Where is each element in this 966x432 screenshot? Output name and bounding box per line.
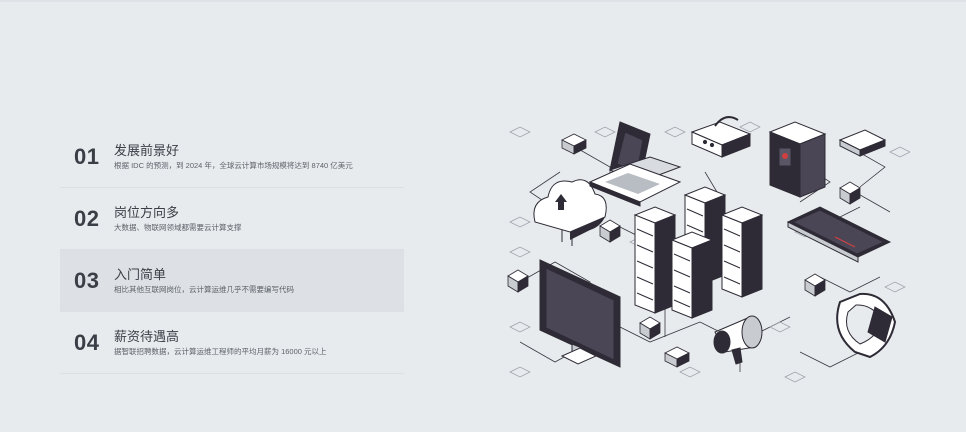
feature-title: 发展前景好: [114, 142, 180, 158]
feature-item-2[interactable]: 02 岗位方向多 大数据、物联网领域都需要云计算支撑: [60, 188, 404, 250]
cloud-upload-icon: [533, 179, 607, 246]
server-rack-icons: [633, 186, 764, 319]
feature-item-3[interactable]: 03 入门简单 相比其他互联网岗位，云计算运维几乎不需要编写代码: [60, 250, 404, 312]
megaphone-icon: [713, 315, 763, 365]
feature-text: 入门简单 相比其他互联网岗位，云计算运维几乎不需要编写代码: [114, 266, 294, 296]
feature-description: 大数据、物联网领域都需要云计算支撑: [114, 222, 242, 232]
feature-text: 发展前景好 根据 IDC 的预测，到 2024 年，全球云计算市场规模将达到 8…: [114, 142, 353, 172]
cloud-network-illustration: [507, 116, 910, 383]
feature-number: 04: [74, 329, 100, 355]
feature-text: 薪资待遇高 据智联招聘数据，云计算运维工程师的平均月薪为 16000 元以上: [114, 328, 327, 358]
feature-description: 相比其他互联网岗位，云计算运维几乎不需要编写代码: [114, 284, 294, 294]
feature-text: 岗位方向多 大数据、物联网领域都需要云计算支撑: [114, 204, 242, 234]
router-icon: [838, 129, 887, 157]
feature-title: 薪资待遇高: [114, 328, 180, 344]
feature-number: 02: [74, 205, 100, 231]
feature-item-4[interactable]: 04 薪资待遇高 据智联招聘数据，云计算运维工程师的平均月薪为 16000 元以…: [60, 312, 404, 374]
feature-description: 据智联招聘数据，云计算运维工程师的平均月薪为 16000 元以上: [114, 346, 327, 356]
monitor-icon: [539, 259, 621, 368]
camera-device-icon: [768, 121, 827, 198]
cube-icons: [507, 133, 861, 368]
lock-device-icon: [690, 116, 752, 158]
feature-number: 03: [74, 267, 100, 293]
smartwatch-icon: [836, 292, 897, 359]
laptop-icon: [588, 121, 682, 207]
feature-list: 01 发展前景好 根据 IDC 的预测，到 2024 年，全球云计算市场规模将达…: [60, 126, 404, 374]
feature-item-1[interactable]: 01 发展前景好 根据 IDC 的预测，到 2024 年，全球云计算市场规模将达…: [60, 126, 404, 188]
feature-title: 入门简单: [114, 266, 167, 282]
feature-number: 01: [74, 143, 100, 169]
feature-title: 岗位方向多: [114, 204, 180, 220]
feature-description: 根据 IDC 的预测，到 2024 年，全球云计算市场规模将达到 8740 亿美…: [114, 160, 353, 170]
tablet-icon: [786, 206, 892, 263]
